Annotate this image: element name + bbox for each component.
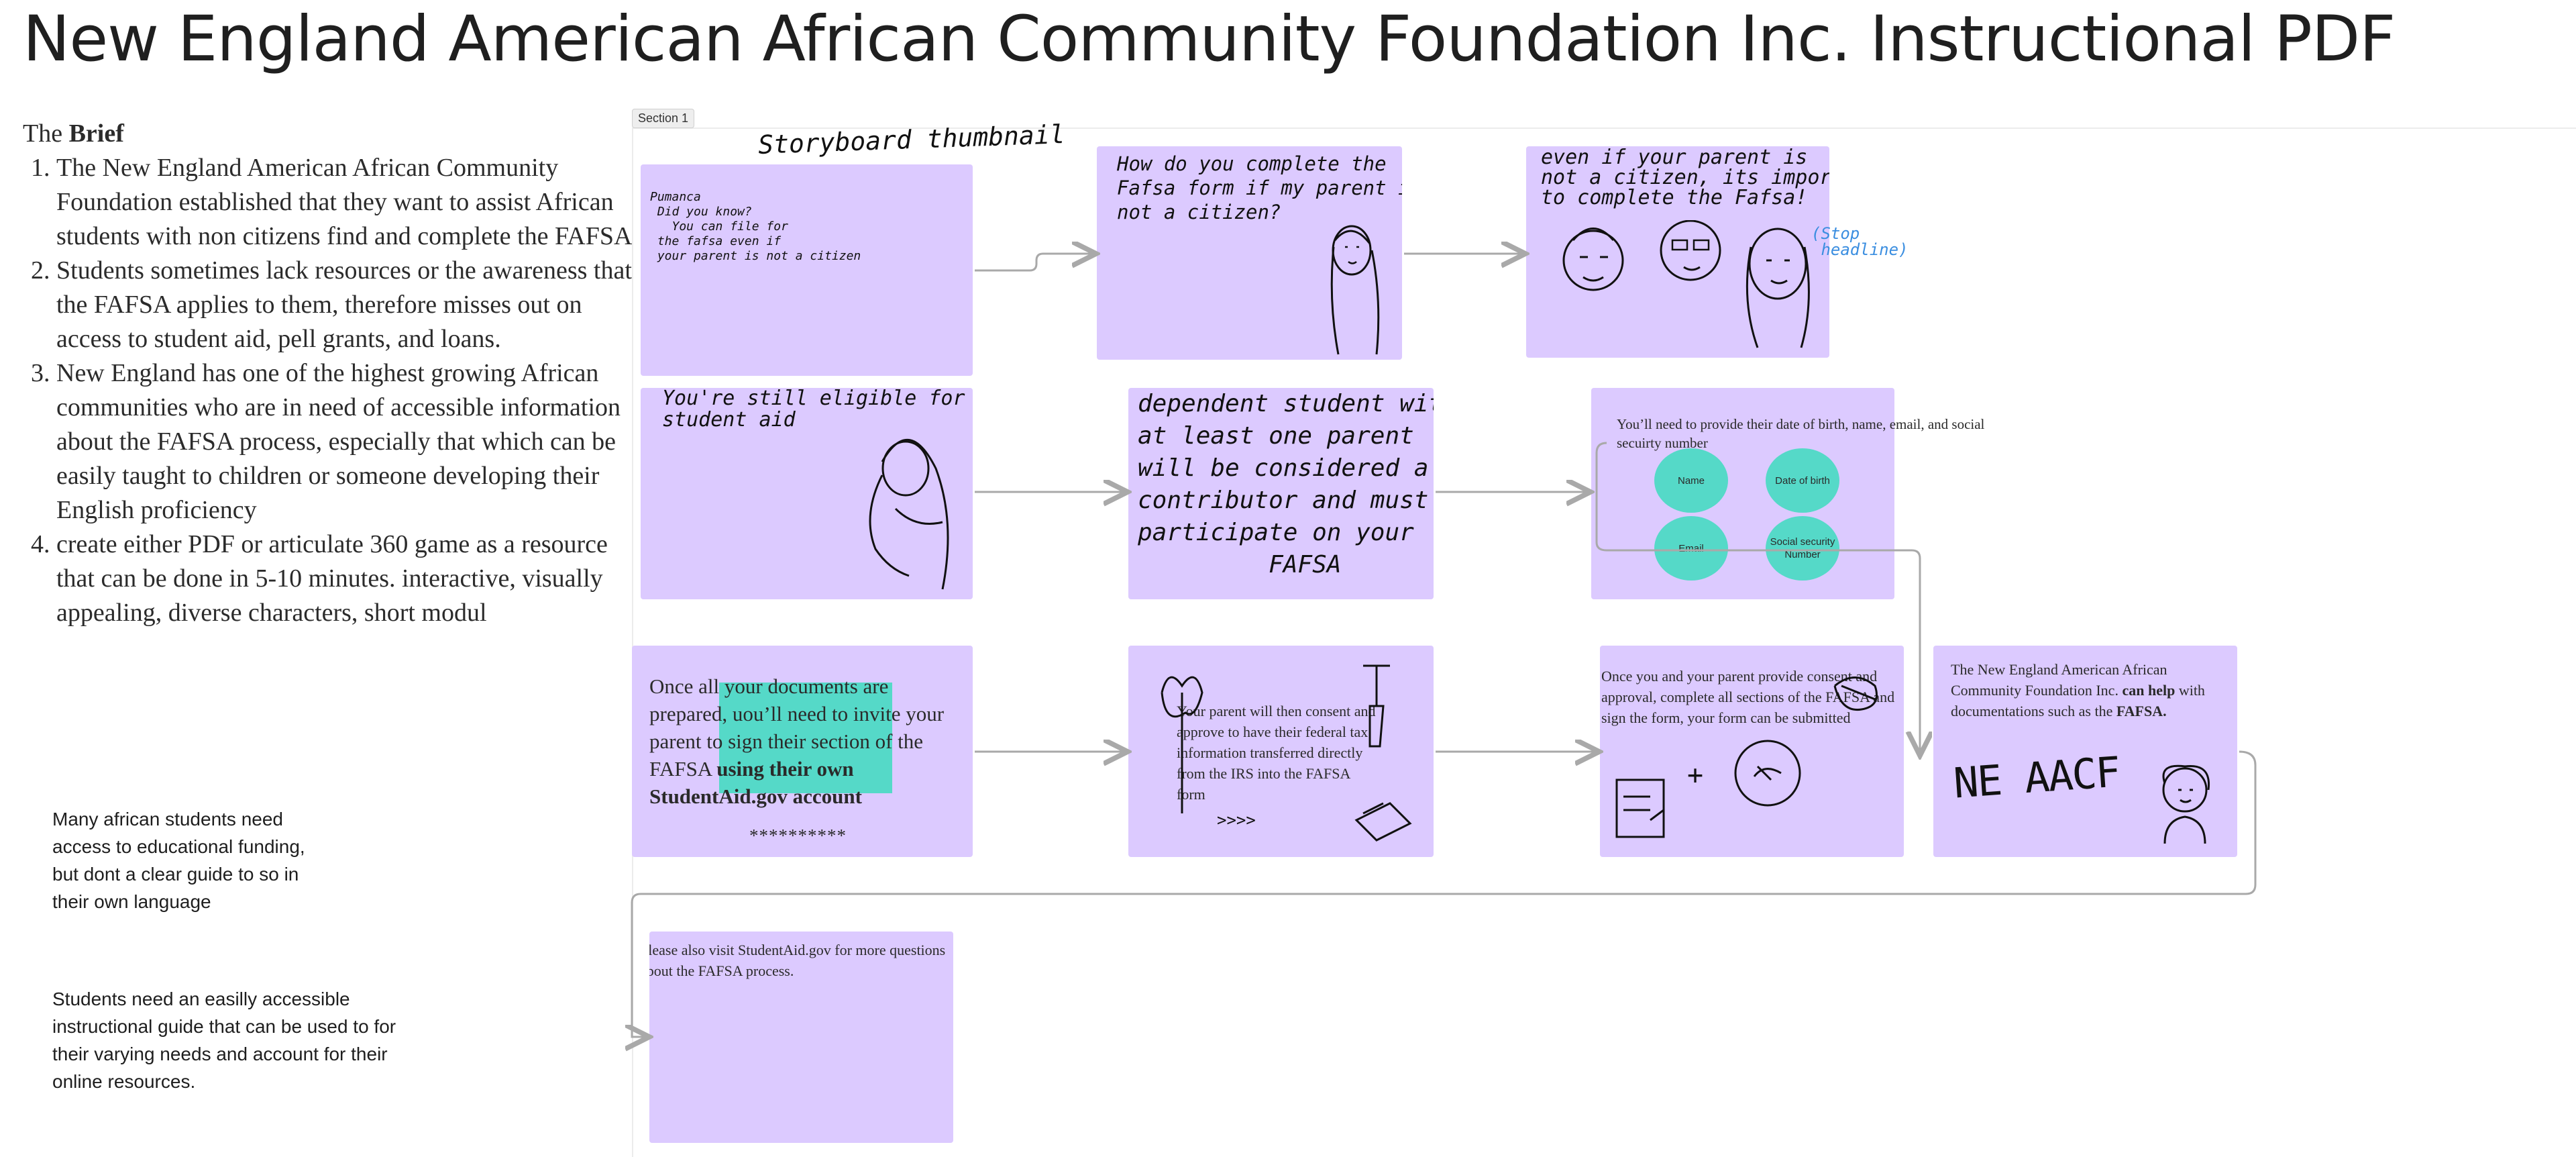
story-card-6[interactable]: You’ll need to provide their date of bir… xyxy=(1591,388,1984,599)
card-3-side-note[interactable]: (Stop headline) xyxy=(1811,224,1909,259)
card-7-text: Once all your documents are prepared, uo… xyxy=(649,674,945,808)
card-4-character-icon xyxy=(869,439,949,590)
canvas-top-border xyxy=(632,128,2576,129)
story-card-10[interactable]: The New England American African Communi… xyxy=(1933,646,2237,857)
circle-social-security[interactable]: Social security Number xyxy=(1766,516,1839,581)
brief-item: New England has one of the highest growi… xyxy=(56,356,633,527)
card-10-text: The New England American African Communi… xyxy=(1951,661,2205,719)
brief-item: create either PDF or articulate 360 game… xyxy=(56,527,633,630)
password-stars: ********** xyxy=(749,825,847,846)
note-guide[interactable]: Students need an easilly accessible inst… xyxy=(52,989,396,1092)
card-4-sketch-text: You're still eligible for federal studen… xyxy=(662,388,965,432)
canvas-divider xyxy=(632,128,633,1157)
neaacf-logo: NE AACF xyxy=(1951,747,2121,808)
story-card-9[interactable]: Once you and your parent provide consent… xyxy=(1600,646,1904,857)
story-card-7[interactable]: Once all your documents are prepared, uo… xyxy=(632,646,973,857)
card-3-characters-icon xyxy=(1562,220,1810,348)
card-8-sketch-icon xyxy=(1161,664,1412,842)
story-card-4[interactable]: You're still eligible for federal studen… xyxy=(641,388,973,599)
story-card-1[interactable]: Pumanca Did you know? You can file for t… xyxy=(641,164,973,376)
card-2-character-icon xyxy=(1330,225,1380,355)
card-11-text: Please also visit StudentAid.gov for mor… xyxy=(649,942,946,979)
story-card-5[interactable]: dependent student with at least one pare… xyxy=(1128,388,1434,599)
brief-list: The New England American African Communi… xyxy=(23,151,633,630)
card-2-sketch-text: How do you complete the Fafsa form if my… xyxy=(1117,152,1402,223)
circle-name[interactable]: Name xyxy=(1654,448,1728,513)
card-9-sketch-icon xyxy=(1615,676,1878,838)
story-card-8[interactable]: Your parent will then consent and approv… xyxy=(1128,646,1434,857)
circle-date-of-birth[interactable]: Date of birth xyxy=(1766,448,1839,513)
card-10-character-icon xyxy=(2162,764,2210,844)
card-5-sketch-text: dependent student with at least one pare… xyxy=(1138,390,1434,578)
card-3-sketch-text: even if your parent is not a citizen, it… xyxy=(1541,146,1829,209)
card-6-text: You’ll need to provide their date of bir… xyxy=(1617,416,1985,451)
brief-heading: The Brief xyxy=(23,119,124,148)
section-tag[interactable]: Section 1 xyxy=(632,109,695,128)
card-1-sketch-text: Pumanca Did you know? You can file for t… xyxy=(650,190,861,263)
brief-item: Students sometimes lack resources or the… xyxy=(56,254,633,356)
note-funding[interactable]: Many african students need access to edu… xyxy=(52,809,305,912)
page-title: New England American African Community F… xyxy=(23,3,2396,76)
story-card-11[interactable]: Please also visit StudentAid.gov for mor… xyxy=(649,932,953,1143)
brief-section: The Brief The New England American Afric… xyxy=(23,117,633,630)
story-card-2[interactable]: How do you complete the Fafsa form if my… xyxy=(1097,146,1402,360)
story-card-3[interactable]: even if your parent is not a citizen, it… xyxy=(1526,146,1829,358)
brief-item: The New England American African Communi… xyxy=(56,151,633,254)
circle-email[interactable]: Email xyxy=(1654,516,1728,581)
storyboard-label[interactable]: Storyboard thumbnail xyxy=(757,119,1066,160)
